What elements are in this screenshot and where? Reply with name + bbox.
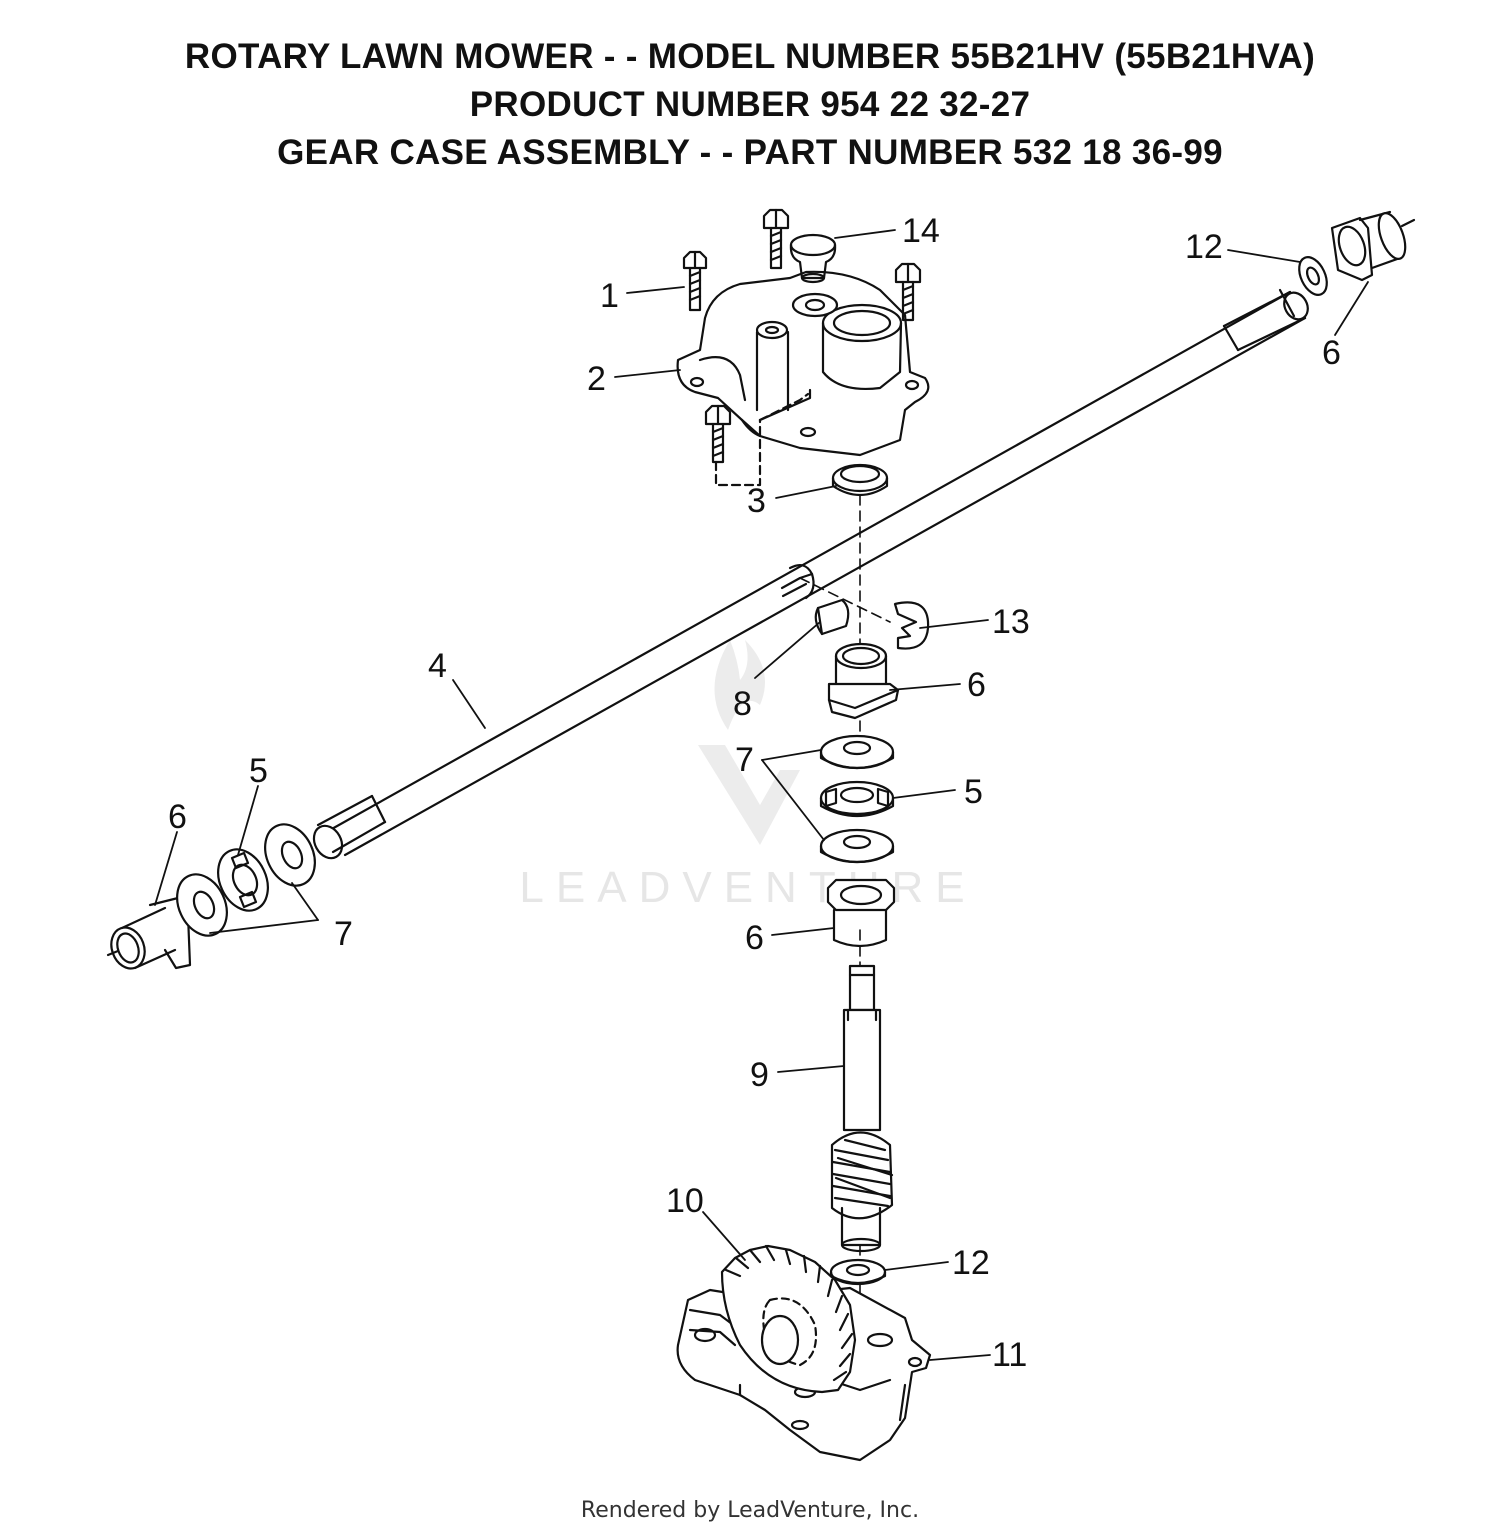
- washer-right: [1298, 256, 1328, 296]
- callout-11: 11: [992, 1336, 1027, 1374]
- callout-9: 9: [750, 1056, 769, 1094]
- woodruff-key: [814, 598, 850, 636]
- thrust-washer-left-1: [176, 873, 228, 937]
- gear-case-cover: [676, 270, 930, 457]
- thrust-washer-upper: [819, 734, 895, 770]
- callout-6-upper: 6: [967, 666, 986, 704]
- flange-bushing-lower: [826, 878, 896, 948]
- washer-lower: [829, 1258, 887, 1286]
- leader-lines: [154, 229, 1369, 1361]
- footer-credit: Rendered by LeadVenture, Inc.: [580, 1498, 920, 1523]
- callout-14: 14: [902, 212, 940, 250]
- oil-seal: [831, 463, 889, 497]
- thrust-washer-left-2: [264, 823, 316, 887]
- callout-6-left: 6: [168, 798, 187, 836]
- callout-2: 2: [587, 360, 606, 398]
- assembly-part-number: GEAR CASE ASSEMBLY - - PART NUMBER 532 1…: [277, 133, 1223, 172]
- callout-12-upper: 12: [1185, 228, 1223, 266]
- callout-10: 10: [666, 1182, 704, 1220]
- flange-bushing-right: [1330, 210, 1416, 282]
- bolt-2: [762, 208, 790, 270]
- callout-5-right: 5: [964, 773, 983, 811]
- retaining-ring: [893, 601, 930, 650]
- callout-7-center: 7: [735, 741, 754, 779]
- callout-8: 8: [733, 685, 752, 723]
- thrust-bearing: [819, 780, 895, 817]
- diagram-title: ROTARY LAWN MOWER - - MODEL NUMBER 55B21…: [184, 37, 1316, 76]
- product-number: PRODUCT NUMBER 954 22 32-27: [469, 85, 1031, 124]
- callout-1: 1: [600, 277, 619, 315]
- bolt-1: [682, 250, 708, 312]
- callout-numbers: 1 2 3 4 5 5 6 6 6 6 7 7 8 9 10 11 12 12 …: [168, 212, 1341, 1374]
- callout-5-left: 5: [249, 752, 268, 790]
- callout-6-lower: 6: [745, 919, 764, 957]
- callout-4: 4: [428, 647, 447, 685]
- callout-7-left: 7: [334, 915, 353, 953]
- bolt-3: [894, 262, 922, 322]
- callout-13: 13: [992, 603, 1030, 641]
- bolts: [682, 208, 922, 487]
- watermark-text: LEADVENTURE: [519, 863, 976, 912]
- bolt-4: [704, 404, 732, 464]
- flame-logo-icon: [714, 640, 765, 730]
- callout-12-lower: 12: [952, 1244, 990, 1282]
- thrust-bearing-left: [217, 848, 269, 912]
- plug: [789, 233, 837, 284]
- callout-3: 3: [747, 482, 766, 520]
- worm-shaft: [830, 964, 894, 1253]
- axle-shaft: [312, 288, 1309, 860]
- helical-gear: [720, 1244, 857, 1394]
- watermark-v-icon: [698, 745, 800, 845]
- thrust-washer-lower: [819, 828, 895, 864]
- callout-6-right: 6: [1322, 334, 1341, 372]
- flange-bushing-upper: [827, 642, 900, 720]
- flange-bushing-left: [106, 896, 192, 970]
